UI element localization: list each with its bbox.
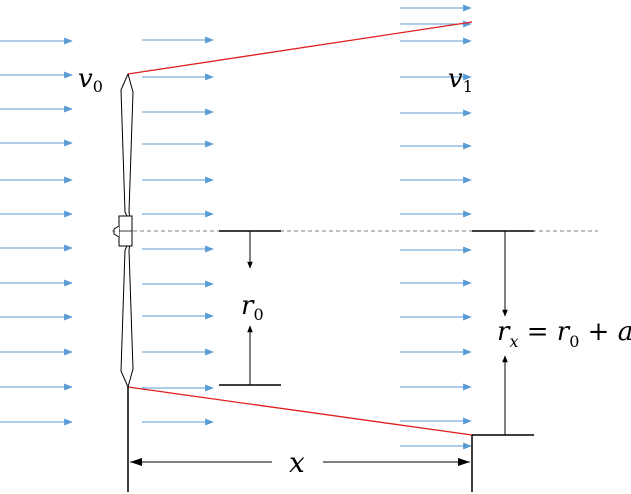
x-dim-arrow-left: [130, 458, 142, 466]
v0-label: v0: [78, 64, 103, 96]
flow-arrows: [0, 4, 472, 450]
wake-boundary-lower: [127, 386, 473, 436]
wake-boundary-upper: [127, 21, 473, 75]
x-dim-arrow-right: [458, 458, 470, 466]
rx-equation-label: rx = r0 + ax: [497, 317, 631, 351]
x-distance-label: x: [289, 446, 305, 479]
r0-label: r0: [241, 291, 264, 324]
v1-label: v1: [448, 64, 473, 96]
turbine-nose: [113, 225, 120, 238]
turbine-blades: [120, 73, 134, 388]
